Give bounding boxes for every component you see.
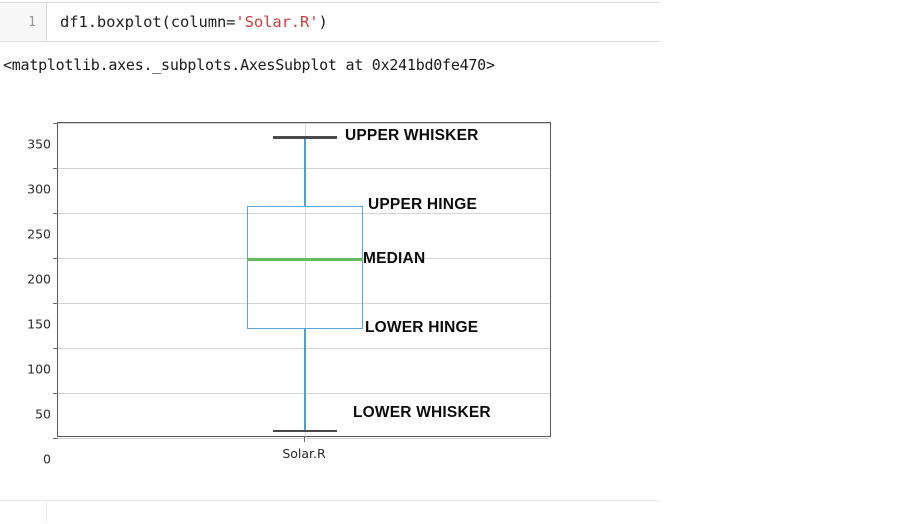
lower-whisker-line [304, 329, 306, 431]
y-axis-tick-mark [53, 348, 58, 349]
y-axis-tick-label: 300 [27, 181, 51, 197]
y-axis-tick-label: 250 [27, 226, 51, 242]
box-rect [247, 205, 363, 330]
code-token-prefix: df1.boxplot(column= [60, 13, 236, 31]
code-token-string: 'Solar.R' [235, 13, 319, 31]
gridline-y [58, 348, 550, 349]
notebook-code-cell[interactable]: 1 df1.boxplot(column='Solar.R') [0, 2, 660, 42]
annotation-label: LOWER HINGE [365, 319, 479, 337]
notebook-empty-cell[interactable] [0, 500, 660, 522]
cell-prompt-number: 1 [0, 3, 46, 41]
gridline-y [58, 123, 550, 124]
y-axis-tick-mark [53, 393, 58, 394]
annotation-label: UPPER WHISKER [345, 127, 479, 145]
gridline-y [58, 213, 550, 214]
cell-output-repr: <matplotlib.axes._subplots.AxesSubplot a… [3, 56, 495, 74]
annotation-label: MEDIAN [363, 249, 426, 267]
y-axis-tick-label: 200 [27, 271, 51, 287]
empty-cell-gutter-divider [46, 501, 47, 522]
x-axis-tick-label: Solar.R [282, 446, 326, 461]
gridline-y [58, 303, 550, 304]
code-editor-line[interactable]: df1.boxplot(column='Solar.R') [47, 3, 660, 41]
y-axis-tick-mark [53, 258, 58, 259]
y-axis-tick-labels: 0 50 100 150 200 250 300 350 [0, 122, 51, 467]
matplotlib-figure: 0 50 100 150 200 250 300 350 Solar.R UPPER WHIS… [0, 100, 660, 485]
upper-whisker-cap [273, 136, 337, 139]
y-axis-tick-mark [53, 303, 58, 304]
y-axis-tick-label: 0 [43, 451, 51, 467]
y-axis-tick-label: 100 [27, 361, 51, 377]
gridline-y [58, 393, 550, 394]
plot-axes-area [53, 122, 551, 439]
y-axis-tick-label: 350 [27, 136, 51, 152]
upper-whisker-line [304, 137, 306, 206]
y-axis-tick-label: 150 [27, 316, 51, 332]
gridline-y [58, 168, 550, 169]
median-line [247, 258, 363, 262]
y-axis-tick-mark [53, 438, 58, 439]
y-axis-tick-label: 50 [35, 406, 51, 422]
y-axis-tick-mark [53, 123, 58, 124]
code-token-suffix: ) [318, 13, 328, 31]
lower-whisker-cap [273, 429, 337, 432]
annotation-label: LOWER WHISKER [353, 403, 491, 421]
x-axis-tick-mark [304, 437, 305, 442]
y-axis-tick-mark [53, 168, 58, 169]
category-center-guide [305, 123, 306, 436]
cell-gutter-divider [46, 3, 47, 41]
y-axis-tick-mark [53, 213, 58, 214]
annotation-label: UPPER HINGE [368, 195, 477, 213]
